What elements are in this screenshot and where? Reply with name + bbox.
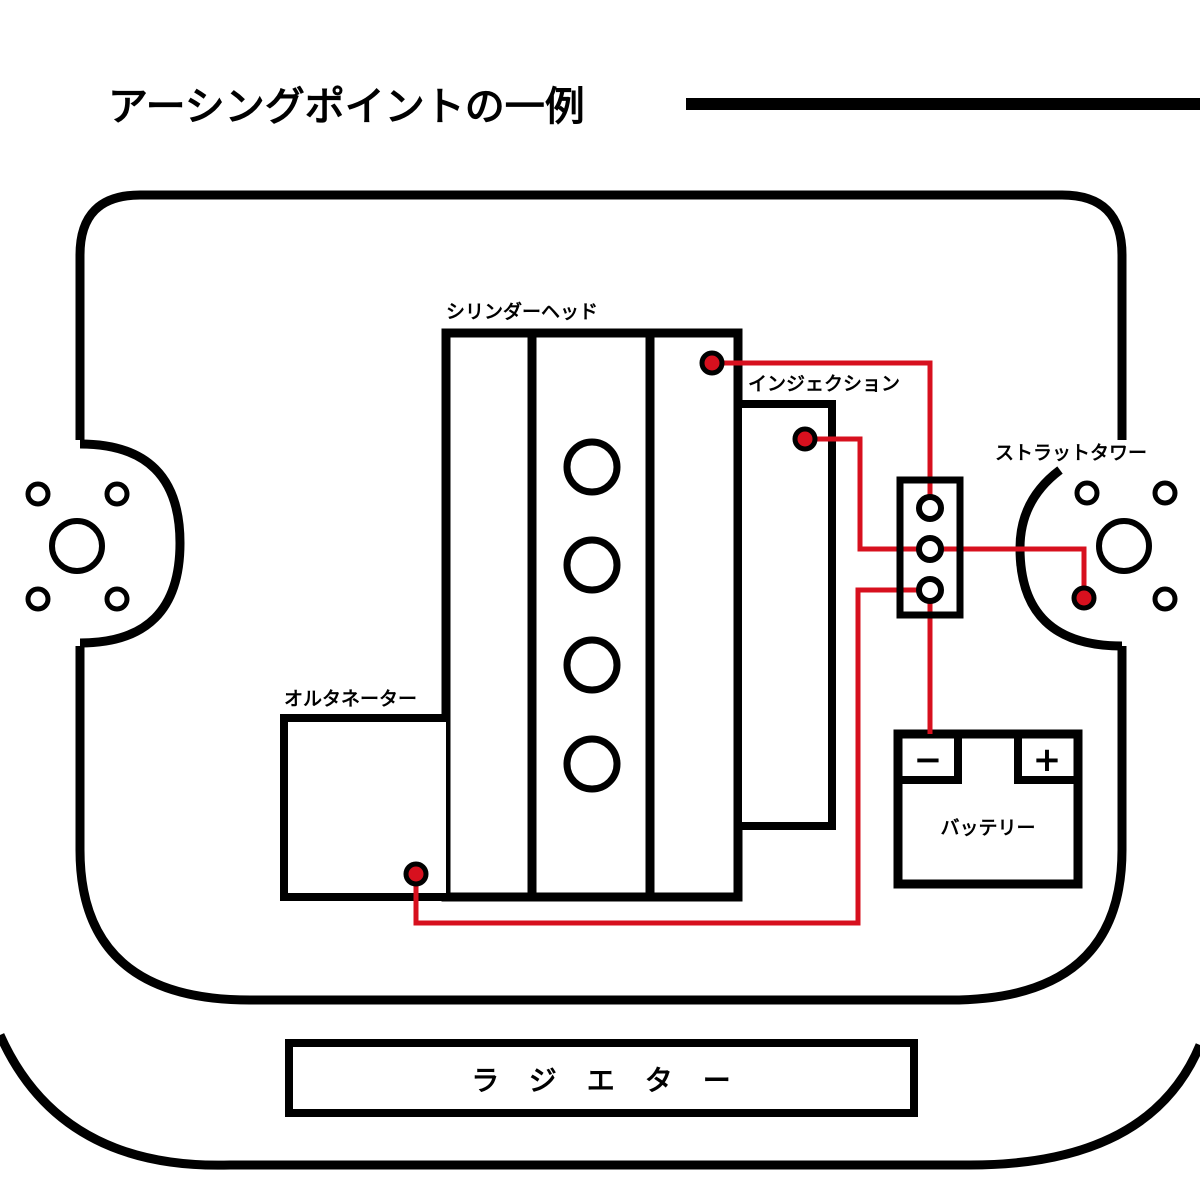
battery-minus-terminal: −	[914, 740, 943, 780]
alternator-label: オルタネーター	[284, 688, 417, 710]
wire-strut-tower	[930, 546, 1087, 598]
earthing-wires	[413, 360, 1087, 926]
cylinder-bore-4	[563, 735, 621, 793]
title-rule	[686, 98, 1200, 110]
alternator-box	[280, 714, 446, 901]
earthing-point-cylinder-head	[699, 350, 725, 376]
injection-label: インジェクション	[748, 373, 900, 395]
radiator-box	[285, 1039, 918, 1117]
injection-box	[734, 400, 836, 830]
radiator-label: ラジエター	[471, 1064, 760, 1097]
cylinder-bore-2	[563, 536, 621, 594]
cylinder-head	[441, 328, 743, 902]
right-strut-bolt	[1152, 586, 1178, 612]
cylinder-bore-3	[563, 636, 621, 694]
wire-injection	[805, 436, 930, 552]
terminal-2	[916, 535, 944, 563]
battery-plus-terminal: +	[1033, 740, 1062, 780]
left-strut-bolt	[25, 481, 51, 507]
right-strut-tower	[1074, 480, 1178, 612]
right-strut-bolt	[1074, 480, 1100, 506]
left-strut-bolt	[104, 481, 130, 507]
cylinder-bore-1	[563, 438, 621, 496]
battery: − + バッテリー	[893, 729, 1083, 889]
page-title: アーシングポイントの一例	[108, 84, 585, 130]
right-strut-bolt	[1152, 480, 1178, 506]
wire-alternator	[413, 587, 930, 926]
front-body-outline	[0, 1033, 1200, 1170]
terminal-block	[896, 476, 964, 619]
terminal-3	[916, 576, 944, 604]
left-strut-bolt	[25, 586, 51, 612]
wire-cylinder-head	[712, 360, 933, 508]
right-strut-center-hole	[1096, 518, 1152, 574]
right-strut-tower-arc	[1015, 466, 1123, 651]
left-strut-bolt	[104, 586, 130, 612]
earthing-point-strut-tower	[1071, 585, 1097, 611]
left-strut-tower-arc	[79, 439, 185, 648]
left-strut-tower	[25, 481, 130, 612]
earthing-point-injection	[792, 426, 818, 452]
left-strut-center-hole	[49, 518, 105, 574]
terminal-1	[916, 494, 944, 522]
cylinder-head-label: シリンダーヘッド	[446, 300, 598, 323]
engine-bay-outline	[75, 190, 1127, 1005]
battery-label: バッテリー	[940, 817, 1035, 839]
strut-tower-label: ストラットタワー	[995, 442, 1147, 464]
earthing-point-alternator	[403, 861, 429, 887]
